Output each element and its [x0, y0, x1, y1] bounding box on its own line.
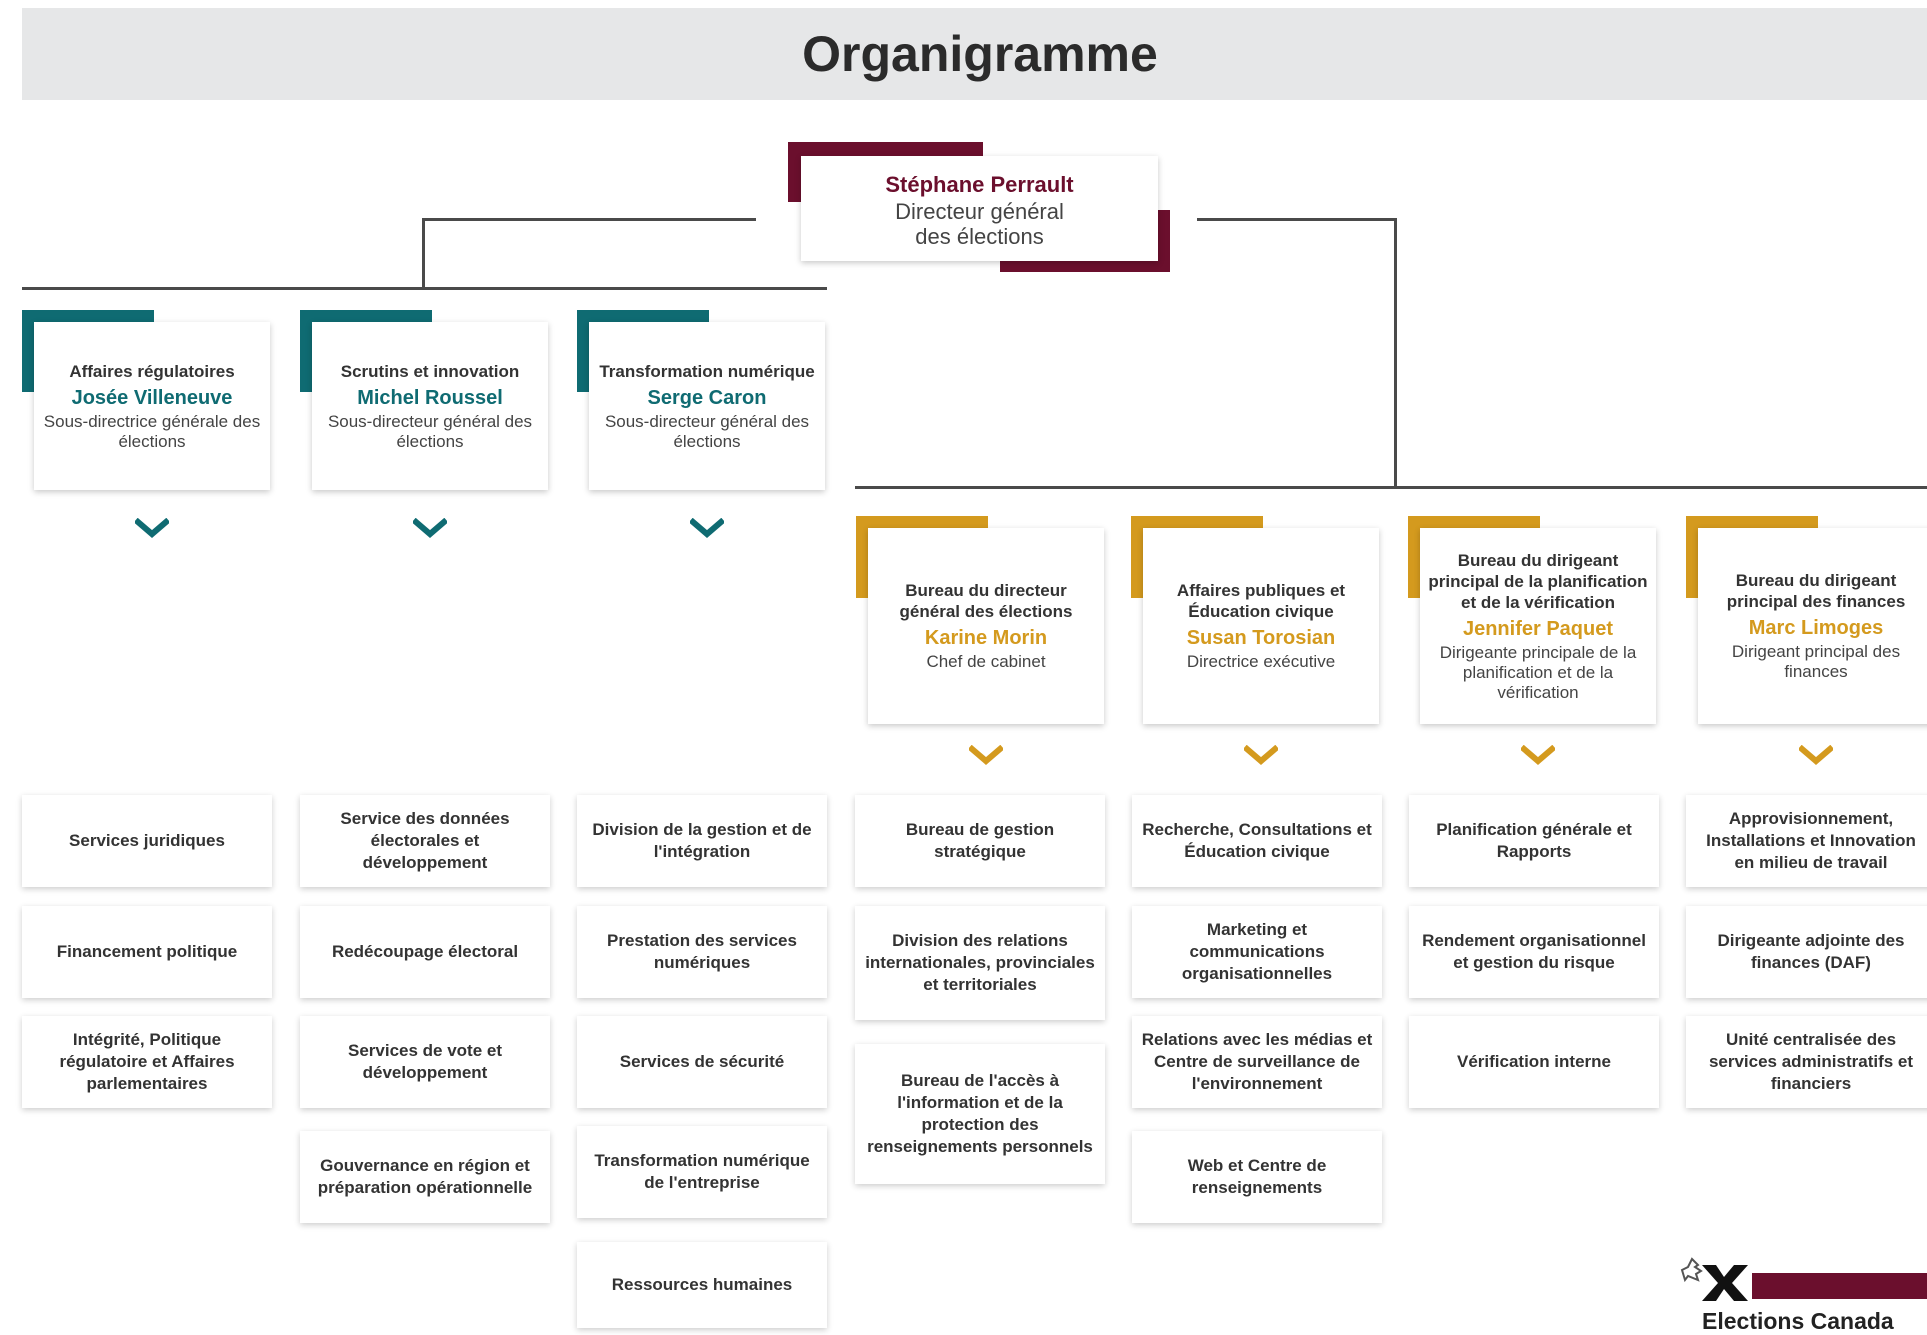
- ceo-name: Stéphane Perrault: [885, 171, 1074, 197]
- ceo-role: Directeur général des élections: [895, 198, 1064, 249]
- leader-name: Marc Limoges: [1748, 617, 1884, 639]
- unit-box: Service des données électorales et dével…: [300, 795, 550, 887]
- executive-card: Bureau du dirigeant principal des financ…: [1698, 528, 1927, 724]
- leader-role: Dirigeante principale de la planificatio…: [1439, 642, 1637, 702]
- connector-line: [422, 218, 425, 288]
- unit-box: Redécoupage électoral: [300, 906, 550, 998]
- unit-box: Recherche, Consultations et Éducation ci…: [1132, 795, 1382, 887]
- connector-line: [422, 218, 756, 221]
- leader-role: Sous-directrice générale des élections: [43, 411, 261, 451]
- chevron-down-icon: [1244, 745, 1278, 765]
- unit-box: Gouvernance en région et préparation opé…: [300, 1131, 550, 1223]
- unit-box: Division des relations internationales, …: [855, 906, 1105, 1020]
- chevron-down-icon: [413, 518, 447, 538]
- unit-box: Services de sécurité: [577, 1016, 827, 1108]
- unit-box: Transformation numérique de l'entreprise: [577, 1126, 827, 1218]
- unit-box: Services juridiques: [22, 795, 272, 887]
- leader-dept: Bureau du dirigeant principal des financ…: [1726, 571, 1906, 611]
- leader-name: Serge Caron: [647, 386, 767, 409]
- unit-box: Services de vote et développement: [300, 1016, 550, 1108]
- chevron-down-icon: [690, 518, 724, 538]
- chevron-down-icon: [135, 518, 169, 538]
- unit-box: Ressources humaines: [577, 1242, 827, 1328]
- unit-box: Relations avec les médias et Centre de s…: [1132, 1016, 1382, 1108]
- leader-dept: Scrutins et innovation: [340, 361, 520, 381]
- unit-box: Intégrité, Politique régulatoire et Affa…: [22, 1016, 272, 1108]
- connector-line: [22, 287, 827, 290]
- executive-card: Bureau du directeur général des élection…: [868, 528, 1104, 724]
- leader-name: Josée Villeneuve: [71, 386, 233, 409]
- executive-card: Bureau du dirigeant principal de la plan…: [1420, 528, 1656, 724]
- unit-box: Unité centralisée des services administr…: [1686, 1016, 1927, 1108]
- elections-canada-logo: [1680, 1257, 1927, 1301]
- ceo-card: Stéphane Perrault Directeur général des …: [801, 156, 1158, 261]
- unit-box: Web et Centre de renseignements: [1132, 1131, 1382, 1223]
- unit-box: Marketing et communications organisation…: [1132, 906, 1382, 998]
- unit-box: Rendement organisationnel et gestion du …: [1409, 906, 1659, 998]
- leader-name: Jennifer Paquet: [1462, 617, 1614, 640]
- leader-role: Sous-directeur général des élections: [327, 411, 533, 451]
- connector-line: [1197, 218, 1397, 221]
- unit-box: Financement politique: [22, 906, 272, 998]
- leader-dept: Bureau du directeur général des élection…: [899, 581, 1073, 621]
- unit-box: Division de la gestion et de l'intégrati…: [577, 795, 827, 887]
- connector-line: [855, 486, 1927, 489]
- leader-dept: Affaires régulatoires: [69, 361, 235, 381]
- chevron-down-icon: [1521, 745, 1555, 765]
- logo-text: Elections Canada: [1702, 1308, 1894, 1334]
- unit-box: Vérification interne: [1409, 1016, 1659, 1108]
- leader-dept: Bureau du dirigeant principal de la plan…: [1428, 550, 1648, 612]
- leader-name: Susan Torosian: [1186, 627, 1336, 649]
- leader-name: Karine Morin: [924, 627, 1048, 649]
- leader-name: Michel Roussel: [357, 386, 503, 409]
- leader-role: Dirigeant principal des finances: [1731, 642, 1901, 681]
- leader-role: Sous-directeur général des élections: [604, 411, 810, 451]
- unit-box: Planification générale et Rapports: [1409, 795, 1659, 887]
- leader-dept: Transformation numérique: [599, 361, 815, 381]
- chevron-down-icon: [1799, 745, 1833, 765]
- unit-box: Prestation des services numériques: [577, 906, 827, 998]
- header-bar: [22, 8, 1927, 100]
- leader-role: Directrice exécutive: [1186, 652, 1336, 671]
- unit-box: Bureau de l'accès à l'information et de …: [855, 1044, 1105, 1184]
- unit-box: Approvisionnement, Installations et Inno…: [1686, 795, 1927, 887]
- leader-dept: Affaires publiques et Éducation civique: [1176, 581, 1346, 621]
- unit-box: Bureau de gestion stratégique: [855, 795, 1105, 887]
- leader-role: Chef de cabinet: [926, 652, 1046, 671]
- chevron-down-icon: [969, 745, 1003, 765]
- connector-line: [1394, 218, 1397, 488]
- page-title: Organigramme: [802, 26, 1158, 82]
- unit-box: Dirigeante adjointe des finances (DAF): [1686, 906, 1927, 998]
